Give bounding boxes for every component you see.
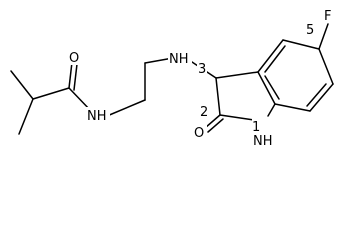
bond-lactam-co-2 (207, 118, 224, 133)
bond-aromatic-inner-1 (264, 45, 286, 73)
bond-c4-c5 (282, 39, 320, 50)
halo-amide-nh (86, 107, 110, 123)
lactam-oxygen-label: O (194, 126, 204, 141)
bond-n1-c7a (267, 103, 276, 117)
molecule-drawing: O NH NH 3 2 O 1 NH 5 F (10, 7, 335, 149)
bond-aromatic-inner-3 (264, 75, 280, 100)
ring-nh-label: NH (253, 134, 273, 149)
bond-methyl-a (10, 70, 34, 100)
halo-oxo-locant (199, 103, 209, 118)
bond-ch-carbonyl (32, 87, 70, 100)
bond-lactam-co-1 (204, 114, 221, 129)
halo-amine-nh (168, 50, 192, 66)
bond-n-ch2 (106, 99, 146, 117)
bond-methyl-b (18, 98, 34, 135)
structure-diagram: O NH NH 3 2 O 1 NH 5 F (10, 7, 335, 149)
halo-attachment-locant (197, 60, 207, 75)
bond-aromatic-inner-2 (306, 83, 327, 107)
bond-amide-co-1 (68, 61, 73, 89)
amide-oxygen-label: O (69, 51, 79, 66)
fluorine-label: F (324, 9, 331, 24)
oxo-position-label: 2 (200, 105, 208, 120)
amine-nh-label: NH (169, 52, 189, 67)
bond-c2-n1 (219, 114, 255, 121)
halo-ring-nh (252, 117, 280, 147)
bond-amide-co-2 (73, 63, 78, 91)
bond-c7-c7a (274, 103, 311, 112)
fluoro-position-label: 5 (306, 23, 314, 38)
ring-nh-position-label: 1 (252, 120, 260, 135)
halo-fluorine (323, 7, 335, 23)
halo-lactam-o (193, 124, 207, 140)
bond-c5-f (318, 23, 329, 50)
bond-c3-c3a (215, 71, 259, 79)
halo-fluoro-locant (305, 21, 315, 36)
bond-c5-c6 (318, 48, 334, 85)
attachment-position-label: 3 (198, 62, 206, 77)
bond-c6-c7 (309, 83, 334, 112)
bond-c7a-c3a (257, 71, 276, 105)
halo-amide-o (68, 49, 82, 65)
amide-nh-label: NH (87, 109, 107, 124)
bond-c3-c2 (215, 77, 221, 116)
bond-c3a-c4 (257, 39, 284, 73)
